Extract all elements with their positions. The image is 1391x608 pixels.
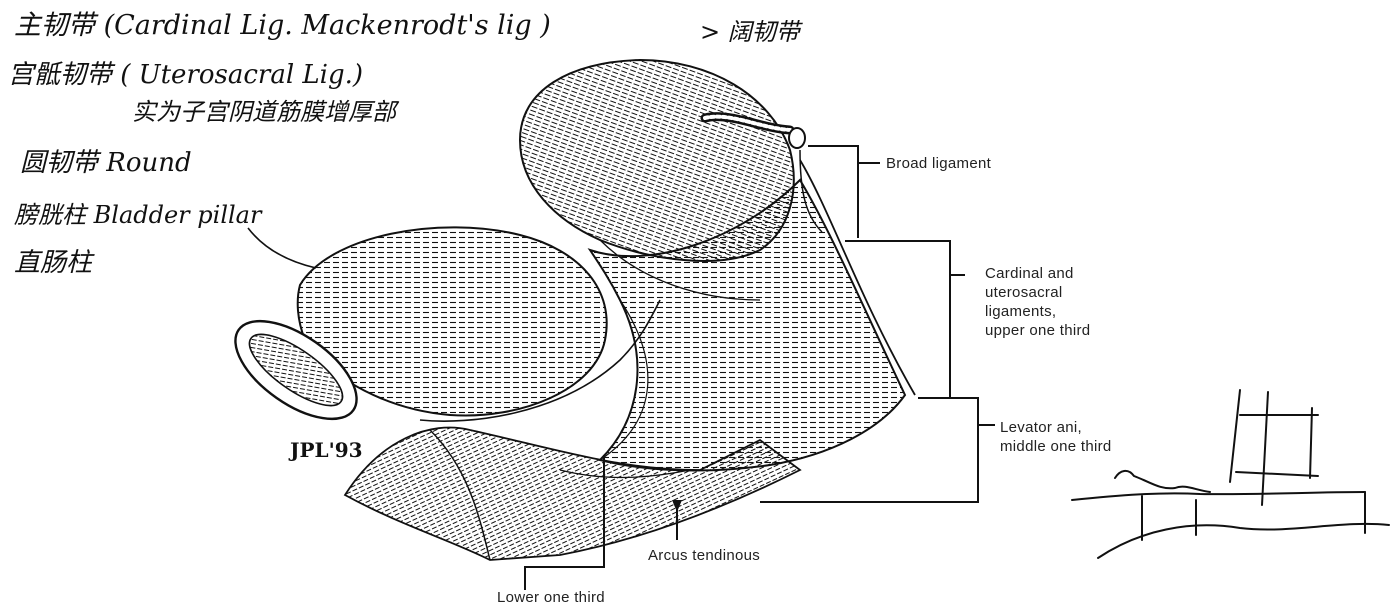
note-cardinal-ligament: 主韧带 (Cardinal Lig. Mackenrodt's lig ) (14, 12, 551, 39)
note-rectal-pillar: 直肠柱 (14, 250, 92, 276)
note-round-ligament: 圆韧带 Round (20, 150, 192, 176)
artist-signature: JPL'93 (290, 440, 363, 460)
label-line: Cardinal and (985, 264, 1090, 283)
note-broad-ligament: > 阔韧带 (700, 20, 800, 44)
label-line: Levator ani, (1000, 418, 1112, 437)
label-line: middle one third (1000, 437, 1112, 456)
label-cardinal-uterosacral: Cardinal and uterosacral ligaments, uppe… (985, 264, 1090, 340)
label-line: upper one third (985, 321, 1090, 340)
label-levator-ani: Levator ani, middle one third (1000, 418, 1112, 456)
label-arcus-tendinous: Arcus tendinous (648, 546, 760, 565)
note-bladder-pillar: 膀胱柱 Bladder pillar (14, 203, 261, 227)
label-lower-third: Lower one third (497, 588, 605, 607)
label-line: uterosacral (985, 283, 1090, 302)
note-fascia: 实为子宫阴道筋膜增厚部 (132, 100, 396, 124)
label-broad-ligament: Broad ligament (886, 154, 991, 173)
round-ligament-leader (248, 228, 316, 268)
note-uterosacral-ligament: 宫骶韧带 ( Uterosacral Lig.) (8, 62, 363, 88)
label-line: ligaments, (985, 302, 1090, 321)
hand-sketch (1072, 390, 1389, 558)
